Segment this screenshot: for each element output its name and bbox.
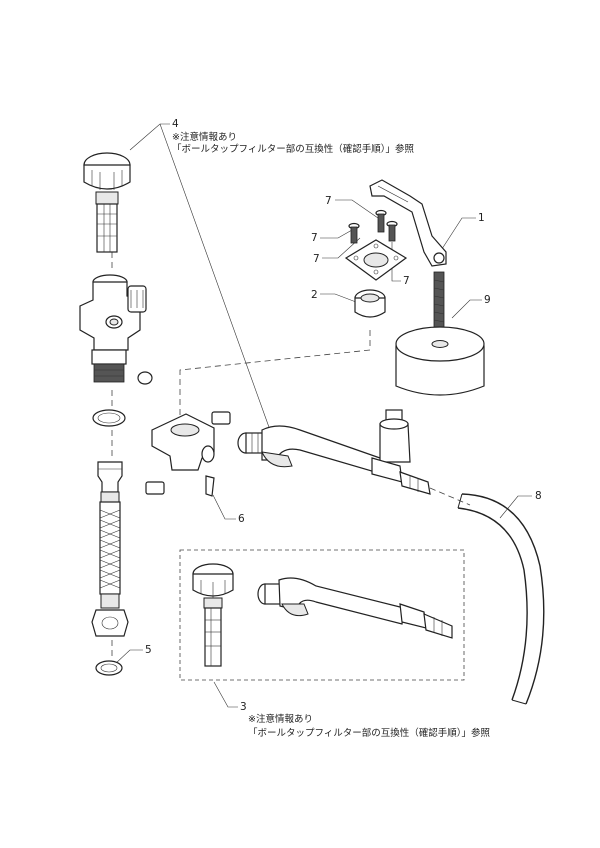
assembly-lines — [111, 232, 471, 660]
callout-7b: 7 — [311, 232, 318, 244]
part-7-screws — [348, 209, 398, 244]
callout-1: 1 — [478, 212, 485, 224]
leader-lines — [114, 123, 532, 708]
valve-body — [79, 274, 147, 383]
part-4-filter-cap — [83, 152, 131, 253]
note-bottom-line2: 「ボールタップフィルター部の互換性（確認手順）」参照 — [248, 727, 491, 739]
o-ring-small — [137, 371, 153, 385]
part-6-adaptor — [145, 411, 231, 497]
part-2-clip-ring — [354, 289, 386, 318]
part-3-kit-box — [179, 549, 465, 681]
part-8-drain-tube — [457, 493, 545, 705]
braided-hose — [91, 461, 129, 637]
callout-9: 9 — [484, 294, 491, 306]
callout-4: 4 — [172, 118, 179, 130]
part-1-float-arm — [369, 179, 447, 267]
part-5-washer — [95, 660, 123, 676]
callout-8: 8 — [535, 490, 542, 502]
washer-upper — [92, 409, 126, 427]
callout-7a: 7 — [325, 195, 332, 207]
callout-3: 3 — [240, 701, 247, 713]
callout-5: 5 — [145, 644, 152, 656]
mounting-plate — [344, 239, 408, 281]
callout-7d: 7 — [403, 275, 410, 287]
note-bottom-line1: ※注意情報あり — [248, 713, 313, 725]
callout-7c: 7 — [313, 253, 320, 265]
main-pipe — [237, 409, 431, 495]
note-top-line1: ※注意情報あり — [172, 131, 237, 143]
part-9-float — [395, 271, 485, 396]
callout-2: 2 — [311, 289, 318, 301]
callout-6: 6 — [238, 513, 245, 525]
note-top-line2: 「ボールタップフィルター部の互換性（確認手順）」参照 — [172, 143, 415, 155]
